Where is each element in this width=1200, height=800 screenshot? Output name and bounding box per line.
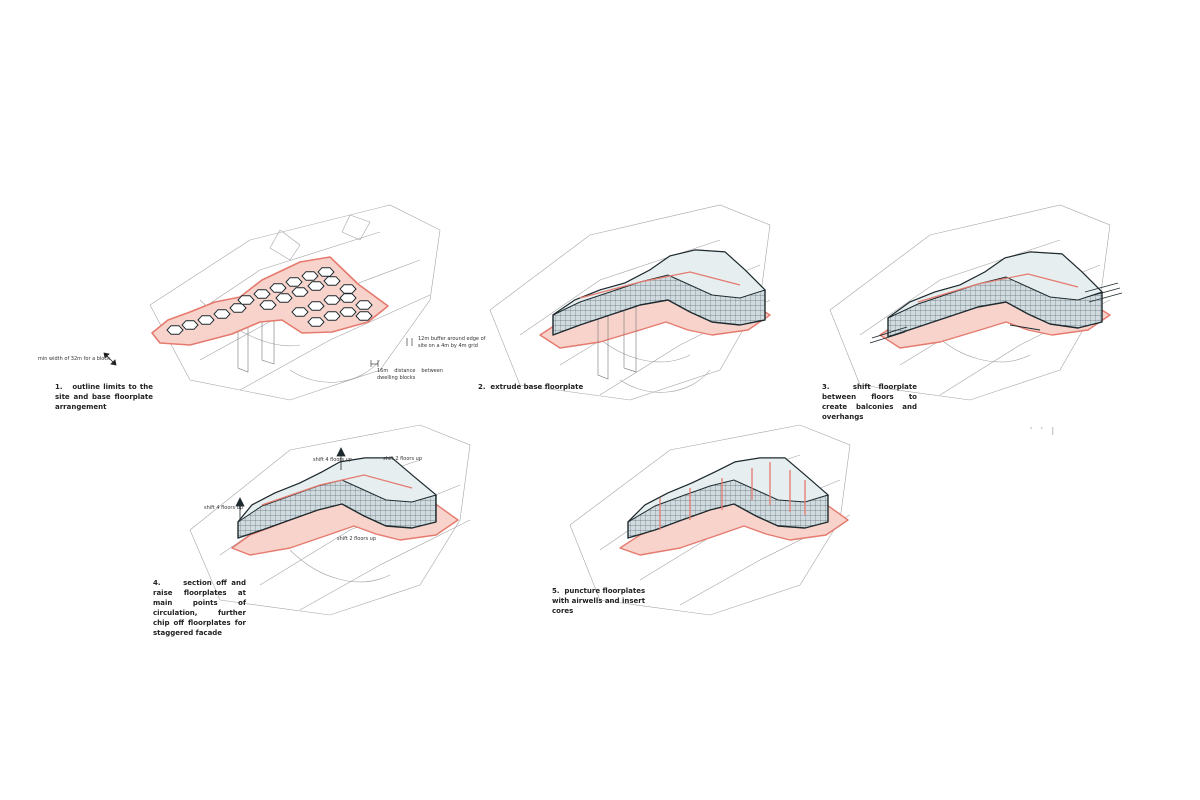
- step-2-diagram: [490, 205, 770, 400]
- hexagon-floorplate: [270, 284, 286, 293]
- hexagon-floorplate: [254, 290, 270, 299]
- shift-2-right-note: shift 2 floors up: [383, 456, 422, 463]
- distance-note: 16m distance between dwelling blocks: [377, 368, 443, 381]
- page-mark: ' ' |: [1030, 426, 1057, 435]
- shift-2-bottom-note: shift 2 floors up: [337, 536, 376, 543]
- shift-4-left-note: shift 4 floors up: [204, 505, 243, 512]
- hexagon-floorplate: [276, 294, 292, 303]
- caption-step-3: 3. shift floorplate between floors to cr…: [822, 382, 917, 422]
- hexagon-floorplate: [238, 296, 254, 305]
- hexagon-floorplate: [198, 316, 214, 325]
- hexagon-floorplate: [324, 312, 340, 321]
- hexagon-floorplate: [308, 282, 324, 291]
- hexagon-floorplate: [260, 301, 276, 310]
- hexagon-floorplate: [182, 321, 198, 330]
- shift-4-top-note: shift 4 floors up: [313, 457, 352, 464]
- hexagon-floorplate: [302, 272, 318, 281]
- buffer-marker: [407, 338, 412, 346]
- hexagon-floorplate: [214, 310, 230, 319]
- step-3-diagram: [830, 205, 1122, 400]
- hexagon-floorplate: [292, 308, 308, 317]
- caption-step-1: 1. outline limits to the site and base f…: [55, 382, 153, 412]
- min-width-note: min width of 32m for a block: [38, 356, 118, 363]
- hexagon-floorplate: [308, 318, 324, 327]
- hexagon-floorplate: [324, 277, 340, 286]
- hexagon-floorplate: [292, 288, 308, 297]
- caption-step-2: 2. extrude base floorplate: [478, 382, 608, 392]
- hexagon-floorplate: [356, 312, 372, 321]
- caption-step-5: 5. puncture floorplates with airwells an…: [552, 586, 652, 616]
- hexagon-floorplate: [324, 296, 340, 305]
- hexagon-floorplate: [356, 301, 372, 310]
- hexagon-floorplate: [340, 294, 356, 303]
- hexagon-floorplate: [308, 302, 324, 311]
- hexagon-floorplate: [340, 285, 356, 294]
- hexagon-floorplate: [286, 278, 302, 287]
- buffer-note: 12m buffer around edge of site on a 4m b…: [418, 336, 488, 349]
- hexagon-floorplate: [167, 326, 183, 335]
- hexagon-floorplate: [230, 304, 246, 313]
- hexagon-floorplate: [340, 308, 356, 317]
- caption-step-4: 4. section off and raise floorplates at …: [153, 578, 246, 638]
- hexagon-floorplate: [318, 268, 334, 277]
